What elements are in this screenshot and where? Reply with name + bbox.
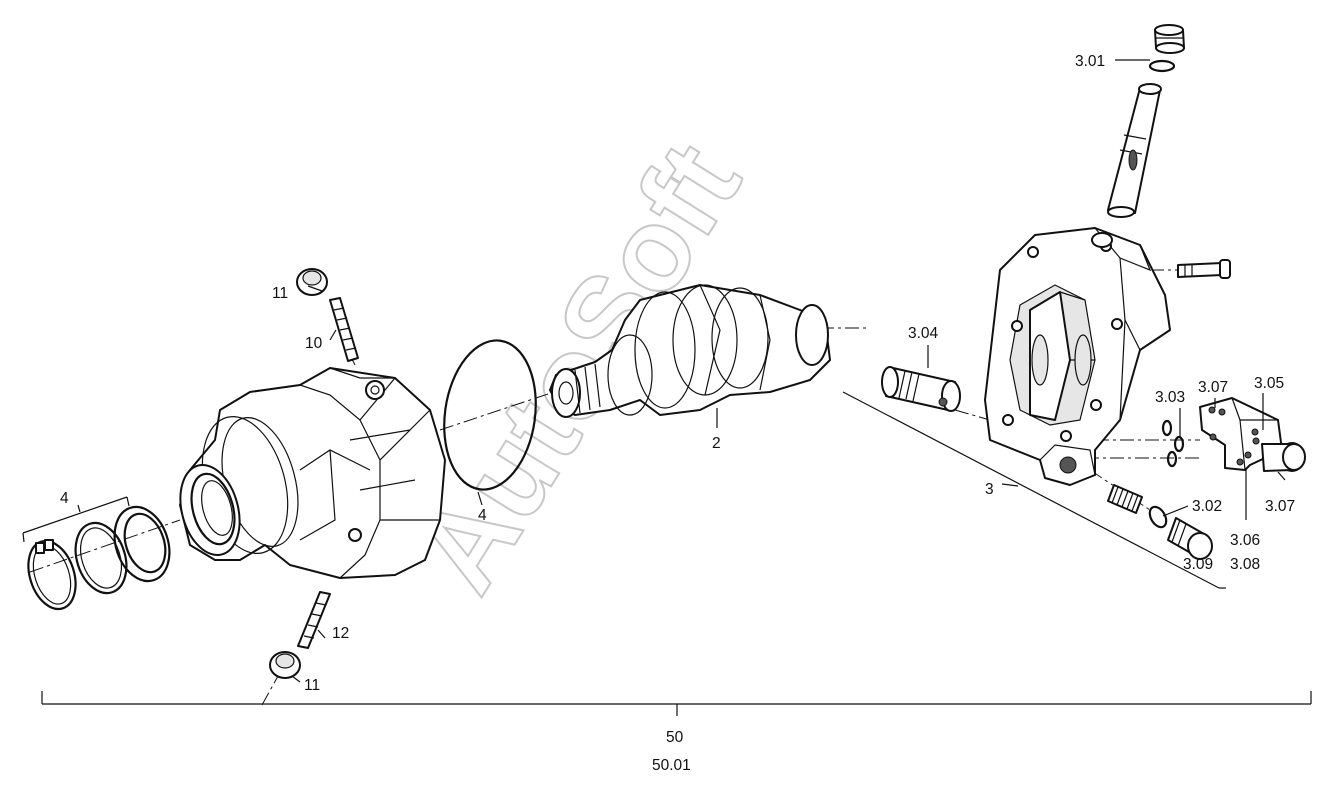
spool-sleeve: [1107, 83, 1162, 218]
label-10: 10: [305, 335, 323, 352]
circlip-ring: [27, 539, 77, 611]
group-4-bracket: [22, 496, 130, 543]
label-4-circlips: 4: [60, 490, 69, 507]
valve-block-3-05: [1199, 397, 1306, 472]
o-rings-3-03: [1161, 419, 1185, 468]
label-11-bottom: 11: [304, 677, 320, 694]
label-3: 3: [985, 481, 994, 498]
label-50-01: 50.01: [652, 757, 691, 774]
label-3-05: 3.05: [1254, 375, 1284, 392]
o-ring: [443, 339, 537, 491]
label-4-o-ring: 4: [478, 507, 487, 524]
label-3-09: 3.09: [1183, 556, 1213, 573]
assembly-bracket: [41, 691, 1312, 716]
spring-3-02: [1107, 484, 1143, 514]
plug-3-01: [1154, 24, 1185, 54]
port-cover: [984, 227, 1171, 486]
nut-bottom: [269, 651, 301, 679]
cover-screw: [1177, 259, 1231, 279]
label-3-07-top: 3.07: [1198, 379, 1228, 396]
o-ring-3-02: [1148, 505, 1168, 529]
label-3-01: 3.01: [1075, 53, 1105, 70]
o-ring-3-01: [1148, 59, 1176, 73]
label-11-top: 11: [272, 285, 288, 302]
plug-3-09: [1167, 517, 1213, 560]
label-3-07-bottom: 3.07: [1265, 498, 1295, 515]
nut-top: [296, 268, 328, 296]
part-labels: 4 11 10 12 11 4 2 3 3.01 3.04 3.03 3.07 …: [60, 53, 1295, 774]
seal-ring: [74, 521, 128, 595]
label-3-02: 3.02: [1192, 498, 1222, 515]
label-3-04: 3.04: [908, 325, 939, 342]
label-12: 12: [332, 625, 349, 642]
label-2: 2: [712, 435, 721, 452]
label-50: 50: [666, 729, 684, 746]
group-3-bracket: [842, 391, 1226, 589]
label-3-08: 3.08: [1230, 556, 1260, 573]
leader-lines: [291, 59, 1286, 683]
motor-housing: [179, 367, 446, 579]
stud-bottom: [297, 591, 331, 649]
valve-cartridge-3-04: [881, 366, 961, 412]
rotating-group: [549, 284, 831, 418]
stud-top: [329, 297, 359, 362]
label-3-03: 3.03: [1155, 389, 1185, 406]
thrust-ring: [113, 505, 171, 583]
label-3-06: 3.06: [1230, 532, 1260, 549]
